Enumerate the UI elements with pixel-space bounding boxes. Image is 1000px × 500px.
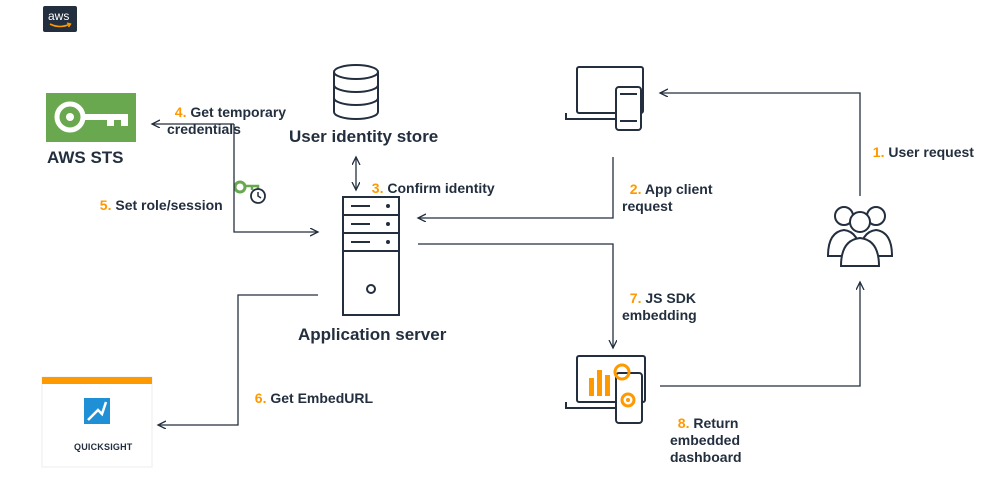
step-6-label: 6. Get EmbedURL [247,373,373,407]
role-session-key-icon [233,180,266,204]
aws-smile-icon [49,22,72,28]
step-3-number: 3. [371,180,384,196]
sts-key-icon [46,93,136,142]
identity-store-label: User identity store [289,127,439,146]
step-6-text: Get EmbedURL [270,390,374,406]
step-4-text: Get temporary credentials [167,104,287,137]
app-client-icon [565,66,644,131]
connectors [152,93,860,425]
step-3-label: 3. Confirm identity [364,163,495,197]
step-1-number: 1. [872,144,885,160]
step-2-number: 2. [629,181,642,197]
database-icon [333,64,379,120]
quicksight-card [41,376,153,468]
app-server-label: Application server [298,325,447,344]
step-4-label: 4. Get temporary credentials [167,87,286,138]
step-7-label: 7. JS SDK embedding [622,273,697,324]
step-7-number: 7. [629,290,642,306]
users-icon [826,206,894,267]
step-2-text: App client request [622,181,713,214]
step-5-text: Set role/session [115,197,223,213]
step-2-label: 2. App client request [622,164,713,215]
step-5-label: 5. Set role/session [92,180,223,214]
step-5-number: 5. [99,197,112,213]
step-6-number: 6. [254,390,267,406]
sts-label: AWS STS [47,148,124,167]
step-8-number: 8. [677,415,690,431]
step-4-number: 4. [174,104,187,120]
step-1-label: 1. User request [865,127,974,161]
step-8-label: 8. Return embedded dashboard [670,398,742,466]
quicksight-label: QUICKSIGHT [74,442,133,452]
aws-logo: aws [43,6,77,32]
step-1-text: User request [888,144,974,160]
aws-logo-text: aws [48,9,70,23]
step-7-text: JS SDK embedding [622,290,697,323]
embedded-dashboard-icon [565,355,646,424]
step-3-text: Confirm identity [387,180,495,196]
step-8-text: Return embedded dashboard [670,415,742,465]
server-icon [342,196,400,316]
